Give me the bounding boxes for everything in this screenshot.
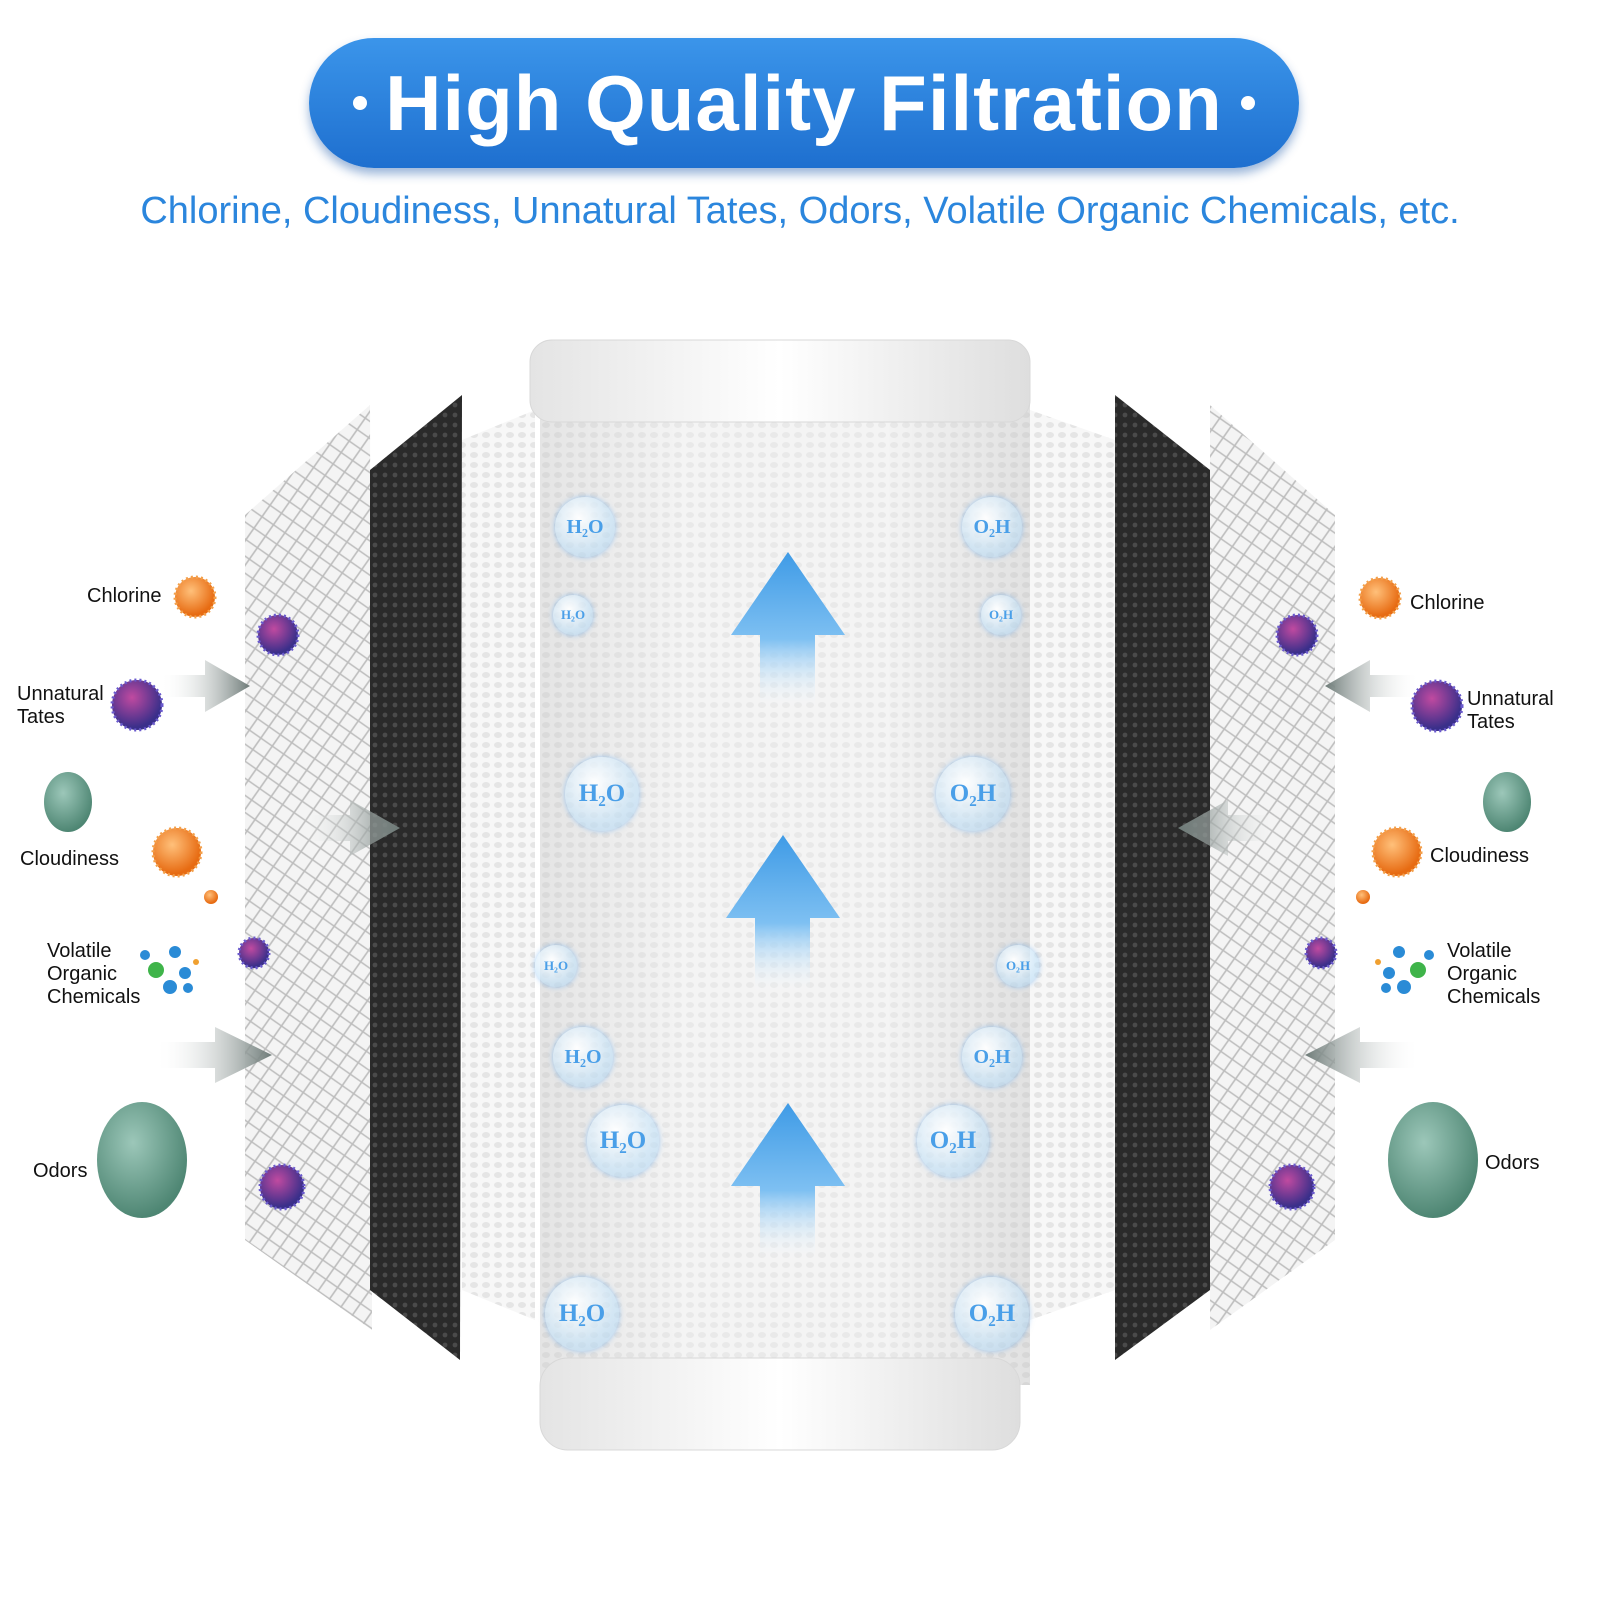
virus-particle-icon — [1275, 613, 1319, 657]
water-molecule-bubble: O₂H — [997, 945, 1039, 987]
water-molecule-bubble: H₂O — [565, 757, 639, 831]
virus-particle-icon — [1268, 1163, 1316, 1211]
water-molecule-bubble: O₂H — [917, 1105, 989, 1177]
voc-molecule-icon — [140, 946, 199, 994]
water-molecule-bubble: O₂H — [936, 757, 1010, 831]
label-cloudiness-right: Cloudiness — [1430, 845, 1529, 867]
carbon-layer-left — [370, 395, 462, 1360]
chlorine-particle-icon — [151, 826, 203, 878]
water-molecule-bubble: O₂H — [962, 497, 1022, 557]
virus-particle-icon — [256, 613, 300, 657]
water-molecule-bubble: O₂H — [981, 595, 1021, 635]
label-line: Volatile — [47, 940, 112, 962]
label-unnatural-tates-right: Unnatural Tates — [1467, 688, 1554, 734]
cloudiness-particle-icon — [1483, 772, 1531, 832]
water-molecule-bubble: H₂O — [545, 1277, 619, 1351]
up-arrow-icon — [731, 552, 845, 710]
top-cap — [529, 339, 1031, 423]
water-molecule-bubble: H₂O — [553, 1027, 613, 1087]
contaminants-left — [44, 575, 306, 1218]
label-line: Unnatural — [17, 683, 104, 705]
odor-particle-icon — [97, 1102, 187, 1218]
label-unnatural-tates-left: Unnatural Tates — [17, 683, 104, 729]
right-filter-layers — [1030, 395, 1335, 1360]
label-odors-left: Odors — [33, 1160, 88, 1182]
honeycomb-layer-left — [462, 410, 535, 1320]
chlorine-particle-icon — [1356, 890, 1370, 904]
right-arrow-icon — [160, 660, 250, 712]
label-line: Organic — [1447, 963, 1518, 985]
virus-particle-icon — [1304, 936, 1338, 970]
virus-particle-icon — [237, 936, 271, 970]
inflow-arrows-left — [155, 660, 400, 1083]
odor-particle-icon — [1388, 1102, 1478, 1218]
up-arrow-icon — [726, 835, 840, 995]
inflow-arrows-right — [1178, 660, 1420, 1083]
label-line: Tates — [17, 706, 65, 728]
water-molecule-bubble: O₂H — [955, 1277, 1029, 1351]
flow-arrows — [726, 552, 845, 1262]
water-molecule-bubble: H₂O — [553, 595, 593, 635]
label-voc-right: Volatile Organic Chemicals — [1447, 940, 1540, 1009]
label-line: Chemicals — [47, 986, 141, 1008]
water-molecule-bubble: H₂O — [555, 497, 615, 557]
bullet-dot-icon — [1240, 96, 1255, 110]
label-line: Tates — [1467, 711, 1515, 733]
chlorine-particle-icon — [1358, 576, 1402, 620]
chlorine-particle-icon — [173, 575, 217, 619]
bullet-dot-icon — [353, 96, 368, 110]
bottom-cap — [539, 1357, 1021, 1451]
label-line: Volatile — [1447, 940, 1512, 962]
cloudiness-particle-icon — [44, 772, 92, 832]
label-chlorine-right: Chlorine — [1410, 592, 1485, 614]
virus-particle-icon — [258, 1163, 306, 1211]
virus-particle-icon — [1410, 679, 1464, 733]
label-line: Unnatural — [1467, 688, 1554, 710]
left-arrow-icon — [1305, 1027, 1420, 1083]
contaminants-right — [1268, 576, 1531, 1218]
label-voc-left: Volatile Organic Chemicals — [47, 940, 140, 1009]
up-arrow-icon — [731, 1103, 845, 1262]
right-arrow-icon — [300, 800, 400, 856]
page-subtitle: Chlorine, Cloudiness, Unnatural Tates, O… — [140, 190, 1460, 232]
label-odors-right: Odors — [1485, 1152, 1540, 1174]
left-filter-layers — [245, 395, 535, 1360]
chlorine-particle-icon — [1371, 826, 1423, 878]
chlorine-particle-icon — [204, 890, 218, 904]
page-title: High Quality Filtration — [385, 58, 1223, 147]
label-chlorine-left: Chlorine — [87, 585, 162, 607]
left-arrow-icon — [1178, 800, 1280, 856]
left-arrow-icon — [1325, 660, 1420, 712]
title-banner: High Quality Filtration — [309, 38, 1299, 168]
carbon-layer-right — [1115, 395, 1210, 1360]
label-line: Chemicals — [1447, 986, 1541, 1008]
water-molecule-bubble: H₂O — [535, 945, 577, 987]
right-arrow-icon — [155, 1027, 272, 1083]
water-molecule-bubble: O₂H — [962, 1027, 1022, 1087]
virus-particle-icon — [110, 678, 164, 732]
label-line: Organic — [47, 963, 118, 985]
voc-molecule-icon — [1375, 946, 1434, 994]
honeycomb-layer-right — [1030, 410, 1115, 1320]
label-cloudiness-left: Cloudiness — [20, 848, 119, 870]
water-molecule-bubble: H₂O — [587, 1105, 659, 1177]
